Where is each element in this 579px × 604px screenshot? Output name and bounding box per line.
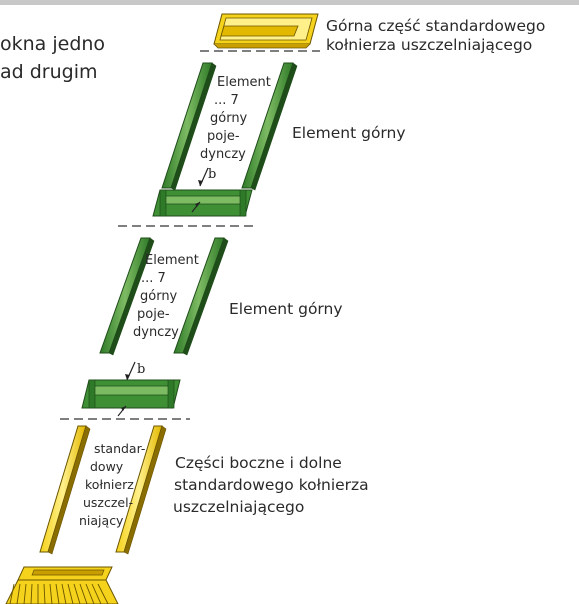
upper-element-2-strips <box>99 237 229 356</box>
top-flashing-label-line-1: Górna część standardowego <box>326 17 546 35</box>
upper-element-1-strips <box>161 62 298 191</box>
inner-label-line: Element <box>217 75 271 90</box>
side-bottom-label-line-1: Części boczne i dolne <box>175 454 342 472</box>
inner-label-line: poje- <box>137 307 170 322</box>
top-flashing-label-line-2: kołnierza uszczelniającego <box>326 36 533 54</box>
element-upper-label-1: Element górny <box>292 124 406 142</box>
inner-label-line: niający <box>79 513 124 528</box>
inner-label-line: ... 7 <box>214 93 239 108</box>
side-bottom-label-line-3: uszczelniającego <box>173 498 305 516</box>
inner-label-line: Element <box>145 253 199 268</box>
inner-label-line: dynczy <box>200 147 246 162</box>
inner-label-line: ... 7 <box>141 271 166 286</box>
page-title-line-1: okna jedno <box>0 33 106 55</box>
side-bottom-label: Części boczne i dolne standardowego kołn… <box>173 452 369 518</box>
side-bottom-label-line-2: standardowego kołnierza <box>174 476 369 494</box>
inner-label-line: uszczel- <box>83 495 134 510</box>
page-title-line-2: ad drugim <box>0 61 98 83</box>
top-flashing-piece <box>213 13 319 49</box>
marker-b-2: b <box>137 362 145 377</box>
lower-flashing-inner-label: standar- dowy kołnierz uszczel- niający <box>79 440 146 530</box>
green-crosspiece-1 <box>152 189 253 217</box>
marker-b-1: b <box>208 167 216 182</box>
side-flashing-strips <box>39 425 167 555</box>
inner-label-line: standar- <box>94 441 146 456</box>
upper-element-2-inner-label: Element ... 7 górny poje- dynczy <box>133 252 199 342</box>
element-upper-label-2: Element górny <box>229 300 343 318</box>
inner-label-line: górny <box>140 289 178 304</box>
top-flashing-label: Górna część standardowego kołnierza uszc… <box>326 17 545 55</box>
page-title: okna jedno ad drugim <box>0 30 105 86</box>
top-divider-bar <box>0 0 579 5</box>
inner-label-line: dynczy <box>133 325 179 340</box>
bottom-apron-piece <box>5 566 119 604</box>
inner-label-line: kołnierz <box>85 477 134 492</box>
inner-label-line: dowy <box>90 459 124 474</box>
inner-label-line: poje- <box>207 129 240 144</box>
green-crosspiece-2 <box>81 379 181 409</box>
inner-label-line: górny <box>210 111 248 126</box>
upper-element-1-inner-label: Element ... 7 górny poje- dynczy <box>200 74 271 164</box>
